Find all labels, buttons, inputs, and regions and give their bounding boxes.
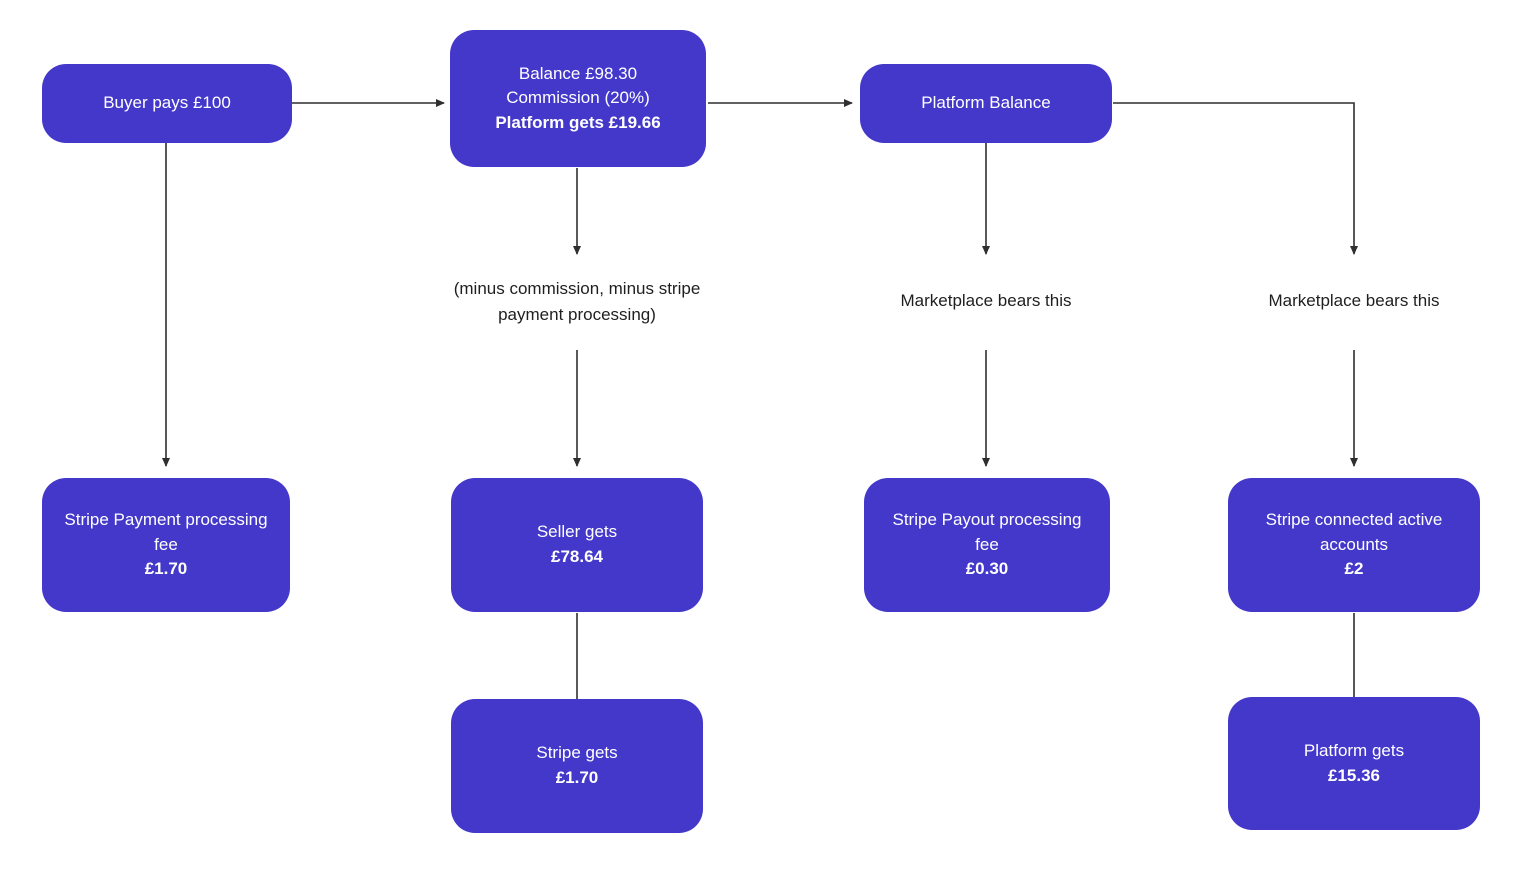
node-stripe-connected-accounts: Stripe connected active accounts £2 bbox=[1228, 478, 1480, 612]
node-balance-line1: Balance £98.30 bbox=[518, 63, 638, 83]
node-stripe-gets: Stripe gets £1.70 bbox=[451, 699, 703, 833]
node-balance-commission: Balance £98.30 Commission (20%) Platform… bbox=[450, 30, 706, 167]
node-stripe-payout-fee: Stripe Payout processing fee £0.30 bbox=[864, 478, 1110, 612]
connector-platform-elbow-right bbox=[1113, 102, 1358, 255]
node-stripe-payment-fee: Stripe Payment processing fee £1.70 bbox=[42, 478, 290, 612]
node-stripe-payment-fee-amount: £1.70 bbox=[144, 559, 188, 579]
node-stripe-gets-amount: £1.70 bbox=[555, 768, 599, 787]
node-stripe-gets-label: Stripe gets bbox=[536, 743, 618, 763]
node-platform-gets: Platform gets £15.36 bbox=[1228, 697, 1480, 830]
node-platform-balance-label: Platform Balance bbox=[921, 93, 1051, 113]
node-platform-gets-amount: £15.36 bbox=[1328, 765, 1380, 785]
node-platform-gets-label: Platform gets bbox=[1303, 740, 1405, 760]
node-stripe-payout-fee-amount: £0.30 bbox=[965, 559, 1009, 579]
node-platform-balance: Platform Balance bbox=[860, 64, 1112, 143]
node-seller-gets-label: Seller gets bbox=[536, 522, 618, 542]
node-seller-gets-amount: £78.64 bbox=[551, 547, 603, 566]
note-minus-commission: (minus commission, minus stripe payment … bbox=[453, 279, 701, 324]
note-marketplace-right: Marketplace bears this bbox=[1268, 291, 1440, 310]
node-seller-gets: Seller gets £78.64 bbox=[451, 478, 703, 612]
node-balance-line3: Platform gets £19.66 bbox=[495, 112, 661, 132]
node-buyer-pays: Buyer pays £100 bbox=[42, 64, 292, 143]
node-stripe-payment-fee-label: Stripe Payment processing fee bbox=[64, 510, 268, 554]
node-balance-line2: Commission (20%) bbox=[506, 88, 650, 108]
node-stripe-connected-accounts-label: Stripe connected active accounts bbox=[1265, 510, 1443, 554]
node-buyer-pays-label: Buyer pays £100 bbox=[103, 93, 231, 113]
node-stripe-payout-fee-label: Stripe Payout processing fee bbox=[892, 510, 1082, 554]
note-marketplace-left: Marketplace bears this bbox=[900, 291, 1072, 310]
node-stripe-connected-accounts-amount: £2 bbox=[1344, 559, 1364, 579]
